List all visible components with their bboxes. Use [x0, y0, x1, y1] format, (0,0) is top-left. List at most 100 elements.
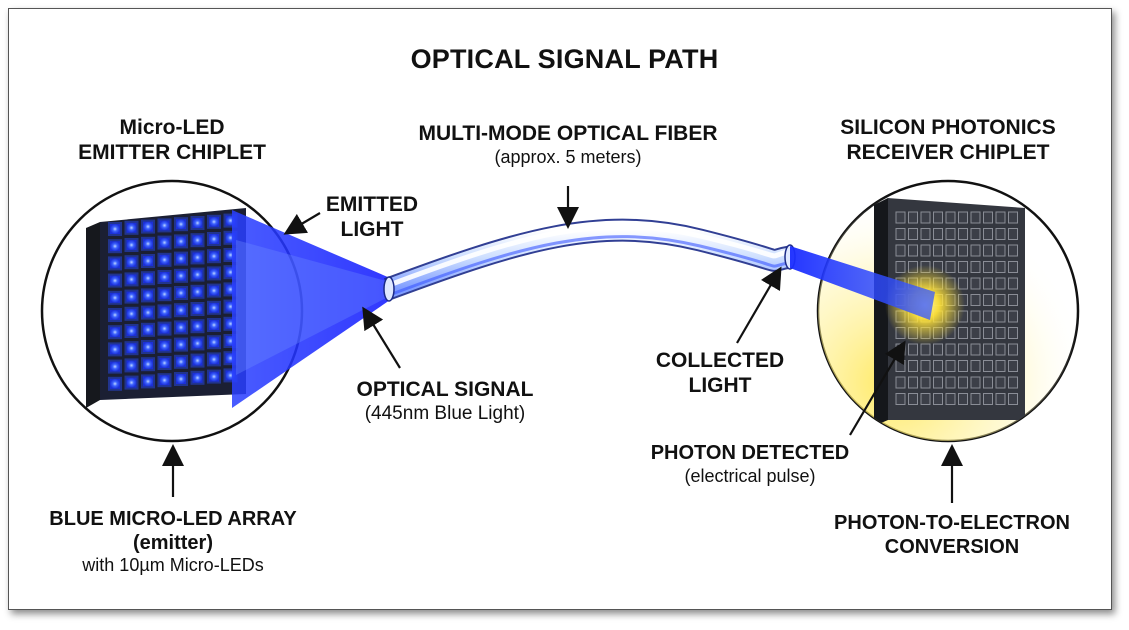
emitter-heading-line1: Micro-LED [119, 116, 225, 139]
micro-led [159, 220, 170, 231]
photodetector-cell [970, 310, 981, 323]
photodetector-cell [995, 294, 1006, 306]
receiver-heading-line2: RECEIVER CHIPLET [846, 140, 1050, 164]
receiver-heading: SILICON PHOTONICS RECEIVER CHIPLET [808, 116, 1088, 166]
photodetector-cell [920, 244, 931, 257]
micro-led [110, 292, 120, 303]
micro-led [126, 326, 137, 336]
micro-led [225, 301, 236, 312]
receiver-heading-line1: SILICON PHOTONICS [840, 116, 1056, 139]
micro-led [209, 268, 219, 279]
page-title: OPTICAL SIGNAL PATH [410, 44, 719, 74]
micro-led [110, 361, 120, 372]
photodetector-cell [895, 211, 906, 224]
micro-led [176, 288, 186, 298]
photodetector-cell [945, 376, 956, 389]
micro-led [209, 251, 219, 262]
photodetector-cell [995, 261, 1006, 273]
micro-led [143, 256, 153, 266]
micro-led [176, 253, 186, 264]
micro-led [159, 323, 170, 334]
micro-led [110, 378, 120, 389]
micro-led [110, 258, 120, 269]
arrow-icon [162, 186, 963, 503]
photon-detected-title: PHOTON DETECTED [650, 442, 850, 464]
photodetector-cell [1008, 343, 1018, 356]
photodetector-cell [895, 261, 906, 273]
micro-led [143, 342, 153, 352]
photodetector-cell [920, 376, 931, 389]
photodetector-cell [983, 277, 993, 290]
photodetector-cell [933, 244, 943, 257]
micro-led [209, 234, 219, 244]
micro-led [143, 290, 153, 301]
micro-led [192, 372, 203, 383]
conversion-line1: PHOTON-TO-ELECTRON [834, 512, 1070, 534]
micro-led [176, 374, 186, 384]
micro-led [192, 235, 203, 246]
micro-led [126, 360, 137, 371]
photodetector-cell [970, 244, 981, 257]
photodetector-cell [920, 393, 931, 405]
photodetector-cell [995, 360, 1006, 372]
micro-led [192, 355, 203, 366]
micro-led [159, 272, 170, 282]
conversion-label: PHOTON-TO-ELECTRON CONVERSION [812, 512, 1092, 559]
photodetector-cell [933, 360, 943, 372]
photodetector-cell [958, 228, 968, 240]
micro-led [176, 339, 186, 350]
emitter-heading: Micro-LED EMITTER CHIPLET [72, 116, 272, 166]
photodetector-cell [958, 393, 968, 405]
photodetector-cell [970, 360, 981, 372]
photodetector-cell [1008, 228, 1018, 240]
photodetector-cell [983, 360, 993, 372]
micro-led [126, 343, 137, 354]
photodetector-cell [920, 360, 931, 372]
micro-led [110, 224, 120, 234]
micro-led [225, 250, 236, 260]
photodetector-cell [933, 393, 943, 405]
emitted-light-beam [232, 210, 390, 408]
micro-led [225, 318, 236, 329]
photodetector-cell [1008, 360, 1018, 372]
photodetector-cell [1008, 310, 1018, 323]
emitter-heading-line2: EMITTER CHIPLET [78, 140, 266, 164]
collected-light-line1: COLLECTED [655, 349, 785, 372]
micro-led [159, 358, 170, 368]
led-array-line2: (emitter) [132, 531, 213, 554]
photodetector-cell [908, 211, 918, 224]
photodetector-cell [983, 294, 993, 306]
micro-led [176, 356, 186, 367]
micro-led [159, 289, 170, 300]
optical-signal-title: OPTICAL SIGNAL [356, 378, 534, 401]
photodetector-cell [958, 343, 968, 356]
photodetector-cell [933, 211, 943, 224]
photodetector-cell [1008, 211, 1018, 224]
photon-detected-label: PHOTON DETECTED (electrical pulse) [630, 442, 870, 487]
micro-led [126, 377, 137, 388]
photodetector-cell [933, 228, 943, 240]
micro-led [159, 340, 170, 351]
photodetector-cell [970, 327, 981, 339]
micro-led [225, 370, 236, 381]
led-array-label: BLUE MICRO-LED ARRAY (emitter) with 10µm… [18, 508, 328, 576]
micro-led [176, 270, 186, 281]
photodetector-cell [995, 393, 1006, 405]
photodetector-cell [958, 261, 968, 273]
micro-led [143, 324, 153, 335]
photodetector-cell [1008, 277, 1018, 290]
photodetector-cell [908, 228, 918, 240]
photodetector-cell [970, 211, 981, 224]
photodetector-cell [995, 244, 1006, 257]
emitted-light-line2: LIGHT [340, 217, 404, 241]
micro-led [110, 344, 120, 355]
photodetector-cell [1008, 327, 1018, 339]
photodetector-cell [958, 360, 968, 372]
micro-led [192, 338, 203, 349]
micro-led [176, 305, 186, 316]
photodetector-cell [908, 343, 918, 356]
photodetector-cell [970, 376, 981, 389]
micro-led [110, 241, 120, 252]
photodetector-cell [958, 244, 968, 257]
photodetector-cell [983, 244, 993, 257]
